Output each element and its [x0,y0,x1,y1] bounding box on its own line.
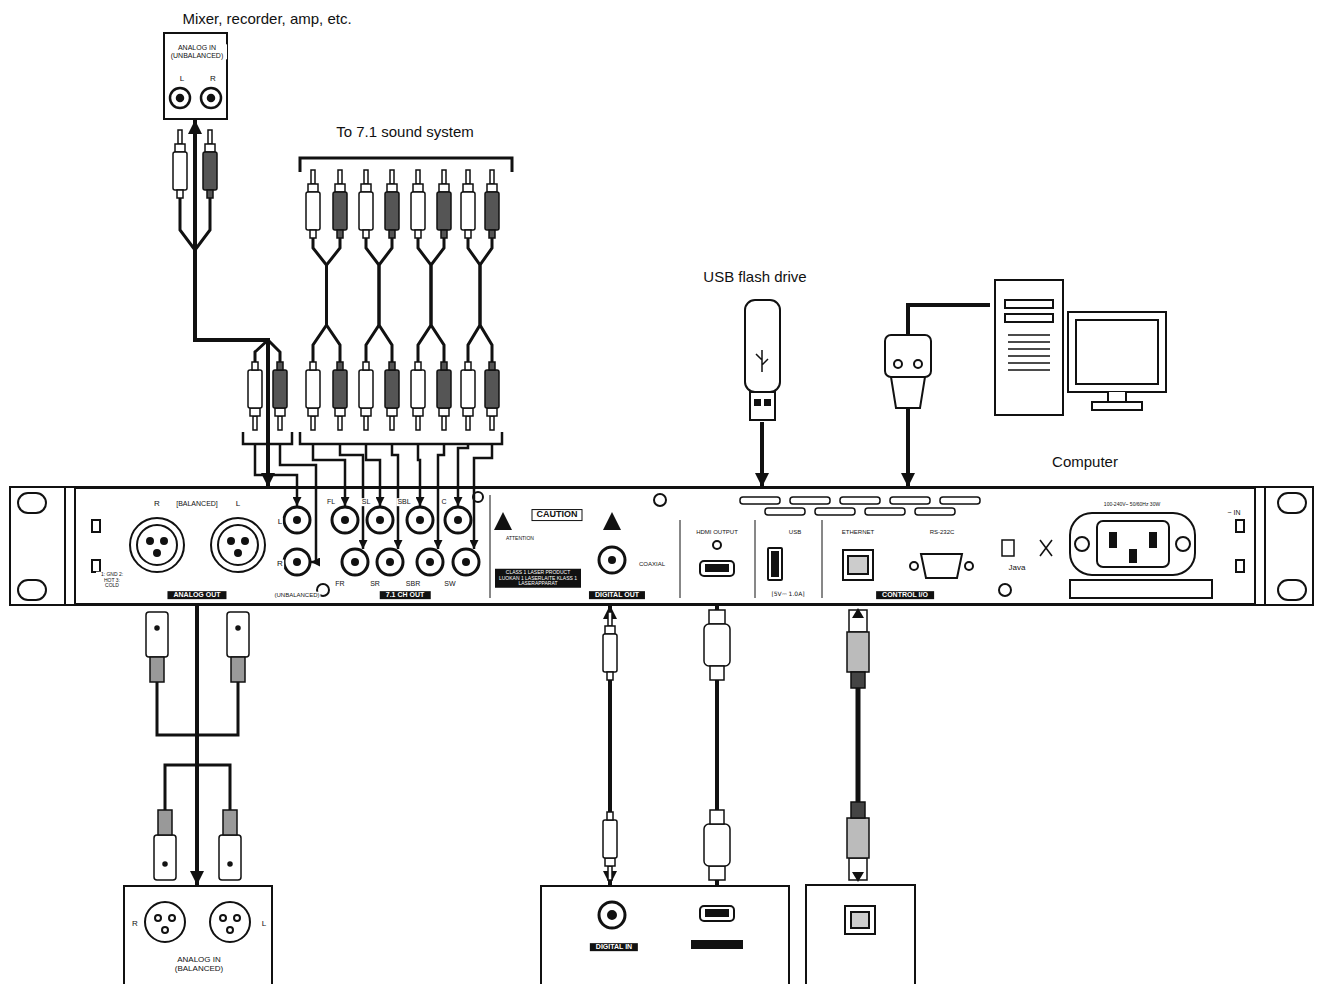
caution-label: ATTENTION [505,536,535,542]
jack-label: SW [443,580,456,588]
rca-jack [170,88,221,108]
heading: To 7.1 sound system [335,124,475,141]
port [700,513,1212,598]
laser-label: CLASS 1 LASER PRODUCT LUOKAN 1 LASERLAIT… [495,569,581,588]
ethernet-cable [847,608,869,882]
jack-label: FR [334,580,345,588]
rca-cable [180,158,512,444]
jack-label: SBR [405,580,421,588]
jack-label: SL [361,498,372,506]
rear-panel: R [BALANCED] L 1: GND 2: HOT 3: COLD ANALOG … [75,487,1255,605]
xlr-jack [130,518,265,572]
jack-label: C [440,498,447,506]
device-box: Mixer, recorder, amp, etc.ANALOG IN (UNB… [163,32,228,120]
jack-label: ANALOG IN (UNBALANCED) [167,44,227,59]
cable-connector [195,605,199,885]
jack-label: ETHERNET [841,529,875,536]
rating-label: [5V⎓ 1.0A] [770,591,805,598]
pin-legend: 1: GND 2: HOT 3: COLD [96,572,128,589]
jack-label: SR [369,580,381,588]
jack-label: USB [788,529,802,536]
section-label: DIGITAL OUT [589,591,645,599]
vent-slots [740,497,980,515]
serial-plug [885,335,931,408]
rca-plug [173,130,617,880]
jack-label: SBL [396,498,411,506]
jack-label: COAXIAL [638,561,666,568]
computer [995,280,1166,415]
screw [317,492,1011,596]
xlr-female-jack [145,902,250,942]
computer: Computer [990,275,1170,420]
jack-label: FL [326,498,336,506]
plug-lead [255,444,492,562]
device-label: DIGITAL IN [590,943,638,951]
jack-label: R [131,920,139,929]
rack-panel [10,487,1313,605]
heading: USB flash drive [702,269,807,286]
usb-drive: USB flash drive [740,297,785,422]
xlr-cable [157,682,238,810]
jack-label: L [179,75,185,84]
hdmi-plug [704,610,730,880]
jack-label: R [276,560,284,569]
logo-text: Java [1008,564,1027,573]
rating-label: 100-240V~ 50/60Hz 30W [1103,502,1161,508]
jack-label: L [261,920,267,929]
jack-label: HDMI OUTPUT [695,529,739,536]
usb-flash-drive [745,300,780,420]
caution-label: CAUTION [532,509,583,521]
section-label: ANALOG OUT [167,591,226,599]
heading: Computer [1051,454,1119,471]
device-box: DIGITAL IN [540,885,790,984]
device-box [599,885,915,984]
device-label: ANALOG IN (BALANCED) [163,956,235,974]
jack-label: (UNBALANCED) [273,592,320,599]
rca-jack [284,507,625,575]
heading: Mixer, recorder, amp, etc. [181,11,352,28]
jack-label: R [153,500,161,509]
cable-connector [760,422,764,487]
jack-label: [BALANCED] [175,500,219,508]
power-label: ~ IN [1226,509,1241,517]
xlr-plug [146,612,249,880]
jack-label: L [277,518,283,527]
section-label: 7.1 CH OUT [380,591,431,599]
jack-label: R [209,75,217,84]
jack-label: RS-232C [929,529,956,536]
section-label: CONTROL I/O [876,591,934,599]
rca-jack-center [293,516,616,566]
jack-label: L [235,500,241,509]
cable-connector [195,120,268,487]
device-box: ANALOG IN (BALANCED) R L [123,885,273,984]
